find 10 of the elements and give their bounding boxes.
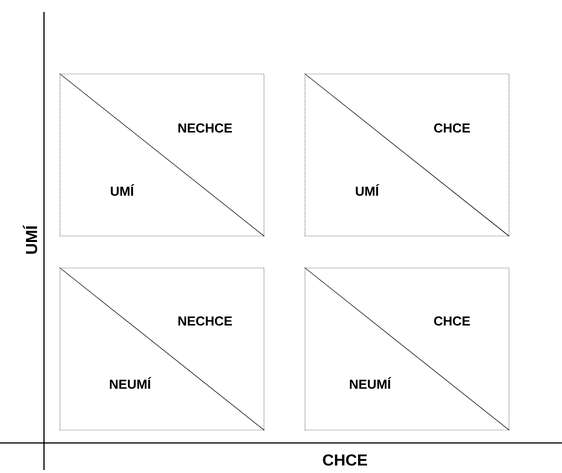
quadrant-label: CHCE bbox=[434, 316, 470, 326]
quadrant-label: CHCE bbox=[434, 123, 470, 133]
axis-label: UMÍ bbox=[22, 225, 38, 254]
quadrant-label: UMÍ bbox=[356, 184, 380, 196]
quadrant-label: NECHCE bbox=[178, 123, 232, 133]
quadrant-label: NEUMÍ bbox=[350, 377, 392, 389]
quadrant-label: NEUMÍ bbox=[110, 377, 152, 389]
quadrant-label: UMÍ bbox=[110, 184, 134, 196]
axis-label: CHCE bbox=[323, 454, 368, 466]
quadrant-label: NECHCE bbox=[178, 316, 232, 326]
